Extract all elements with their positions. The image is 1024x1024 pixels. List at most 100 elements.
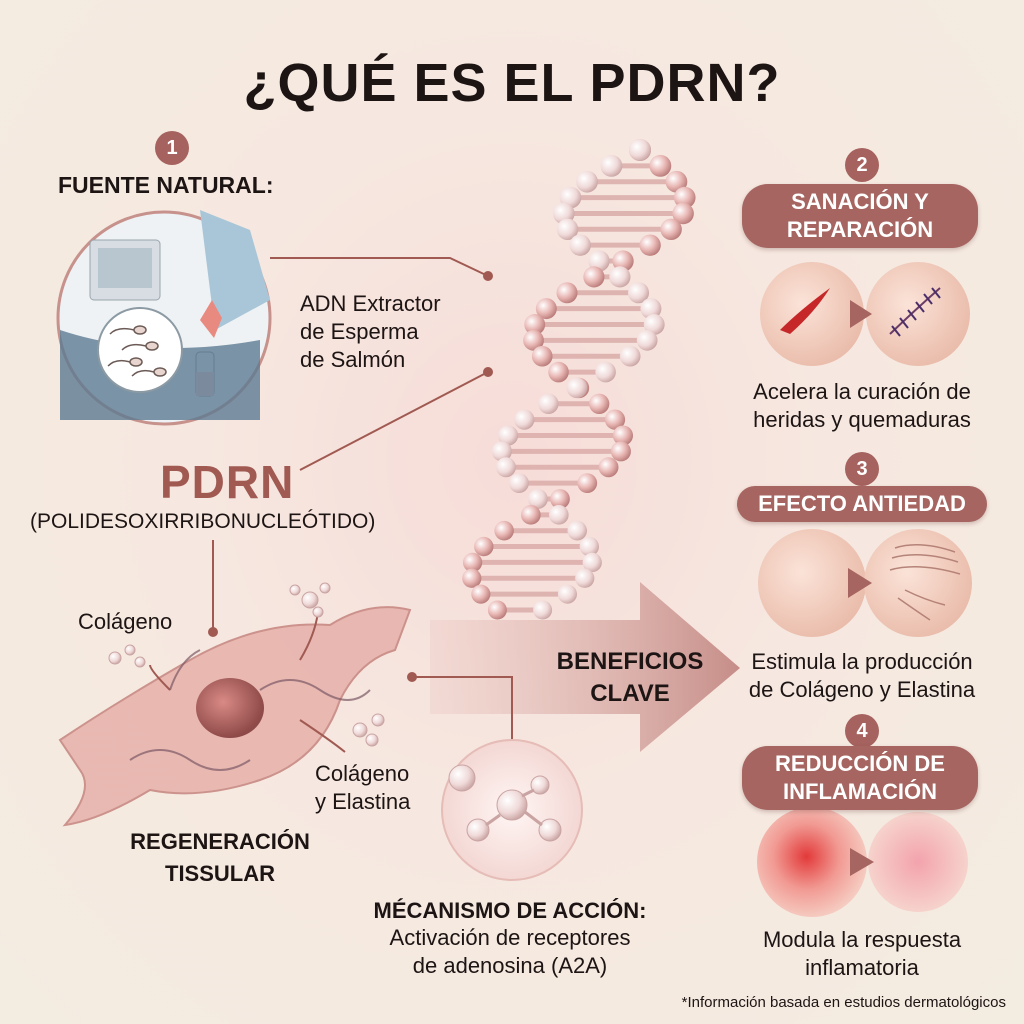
benefits-arrow bbox=[430, 582, 740, 752]
benefit-description-line: de Colágeno y Elastina bbox=[748, 677, 976, 702]
benefit-pill-inflammation: REDUCCIÓN DE INFLAMACIÓN bbox=[742, 746, 978, 810]
inflammation-illustration bbox=[757, 807, 968, 917]
mechanism-description-line: de adenosina (A2A) bbox=[412, 953, 608, 978]
benefit-pill-antiaging: EFECTO ANTIEDAD bbox=[737, 486, 987, 522]
dna-bead bbox=[598, 457, 619, 478]
source-description-line: ADN Extractor bbox=[300, 291, 441, 316]
key-benefits-line: CLAVE bbox=[590, 680, 670, 707]
dna-bead bbox=[612, 250, 634, 272]
dna-helix-illustration bbox=[462, 139, 696, 620]
benefit-description-healing: Acelera la curación de heridas y quemadu… bbox=[730, 378, 994, 434]
dna-bead bbox=[498, 425, 519, 446]
dna-bead bbox=[660, 218, 682, 241]
dna-bead bbox=[521, 505, 541, 525]
dna-bead bbox=[514, 409, 535, 430]
dna-bead bbox=[583, 266, 605, 288]
source-description: ADN Extractor de Esperma de Salmón bbox=[300, 290, 441, 374]
dna-bead bbox=[557, 584, 577, 604]
dna-bead bbox=[462, 552, 483, 573]
mechanism-illustration bbox=[441, 739, 583, 881]
dna-bead bbox=[556, 282, 578, 304]
source-description-line: de Salmón bbox=[300, 347, 406, 372]
pdrn-name: PDRN bbox=[160, 456, 295, 508]
collagen-label: Colágeno bbox=[78, 609, 173, 634]
wound-healing-illustration bbox=[760, 262, 970, 366]
dna-bead bbox=[579, 536, 600, 557]
dna-bead bbox=[549, 505, 569, 525]
source-description-line: de Esperma bbox=[300, 319, 419, 344]
dna-bead bbox=[604, 409, 626, 430]
dna-bead bbox=[649, 154, 672, 177]
dna-bead bbox=[550, 489, 570, 509]
lab-scene-illustration bbox=[56, 210, 272, 426]
dna-bead bbox=[672, 202, 694, 225]
antiaging-illustration bbox=[758, 529, 972, 637]
dna-bead bbox=[673, 186, 696, 209]
dna-bead bbox=[528, 489, 548, 509]
mechanism-block: MÉCANISMO DE ACCIÓN: Activación de recep… bbox=[340, 898, 680, 980]
benefit-description-line: Estimula la producción bbox=[751, 649, 973, 674]
benefit-title-line: EFECTO ANTIEDAD bbox=[758, 491, 966, 516]
benefit-description-line: heridas y quemaduras bbox=[753, 407, 971, 432]
dna-bead bbox=[600, 154, 623, 177]
benefit-description-line: Modula la respuesta bbox=[762, 927, 962, 952]
cell-illustration bbox=[58, 582, 412, 827]
benefit-description-line: inflamatoria bbox=[805, 955, 919, 980]
dna-bead bbox=[639, 234, 661, 256]
dna-bead bbox=[612, 425, 634, 446]
dna-bead bbox=[474, 536, 494, 557]
collagen-elastin-label: Colágeno y Elastina bbox=[315, 760, 410, 816]
regeneration-heading-line: TISSULAR bbox=[165, 861, 275, 886]
dna-bead bbox=[577, 473, 598, 494]
dna-bead bbox=[589, 393, 610, 414]
dna-bead bbox=[576, 170, 598, 193]
dna-bead bbox=[619, 345, 641, 367]
benefit-title-line: REPARACIÓN bbox=[786, 217, 934, 242]
dna-bead bbox=[556, 218, 579, 241]
benefit-description-line: Acelera la curación de bbox=[753, 379, 971, 404]
key-benefits-line: BENEFICIOS bbox=[556, 648, 704, 675]
page-title: ¿QUÉ ES EL PDRN? bbox=[243, 53, 781, 113]
dna-bead bbox=[595, 361, 616, 383]
pdrn-full-name: (POLIDESOXIRRIBONUCLEÓTIDO) bbox=[30, 510, 376, 533]
key-benefits-label: BENEFICIOS CLAVE bbox=[545, 646, 715, 710]
benefit-description-antiaging: Estimula la producción de Colágeno y Ela… bbox=[730, 648, 994, 704]
regeneration-heading: REGENERACIÓN TISSULAR bbox=[110, 826, 330, 890]
dna-bead bbox=[569, 234, 591, 256]
dna-bead bbox=[627, 282, 650, 304]
mechanism-heading: MÉCANISMO DE ACCIÓN: bbox=[373, 898, 647, 923]
dna-bead bbox=[640, 298, 662, 320]
dna-bead bbox=[567, 520, 588, 541]
benefit-title-line: SANACIÓN Y bbox=[791, 189, 929, 214]
dna-bead bbox=[487, 600, 507, 620]
dna-bead bbox=[471, 584, 491, 604]
mechanism-description-line: Activación de receptores bbox=[389, 925, 631, 950]
number-badge-3: 3 bbox=[845, 452, 879, 486]
dna-bead bbox=[566, 377, 588, 399]
number-badge-4: 4 bbox=[845, 714, 879, 748]
benefit-title-line: INFLAMACIÓN bbox=[783, 779, 937, 804]
dna-bead bbox=[462, 568, 482, 588]
collagen-elastin-line: y Elastina bbox=[315, 789, 411, 814]
number-badge-2: 2 bbox=[845, 148, 879, 182]
dna-bead bbox=[491, 441, 512, 462]
dna-bead bbox=[533, 600, 553, 620]
collagen-elastin-line: Colágeno bbox=[315, 761, 410, 786]
dna-bead bbox=[636, 329, 658, 351]
dna-bead bbox=[548, 361, 569, 383]
dna-bead bbox=[538, 393, 559, 414]
dna-bead bbox=[535, 298, 557, 320]
dna-bead bbox=[609, 266, 631, 288]
dna-bead bbox=[524, 314, 546, 335]
number-badge-1: 1 bbox=[155, 131, 189, 165]
connector-lines bbox=[208, 257, 513, 760]
benefit-pill-healing: SANACIÓN Y REPARACIÓN bbox=[742, 184, 978, 248]
source-heading: FUENTE NATURAL: bbox=[58, 172, 274, 198]
dna-bead bbox=[575, 568, 595, 588]
dna-bead bbox=[610, 441, 631, 462]
benefit-description-inflammation: Modula la respuesta inflamatoria bbox=[730, 926, 994, 982]
footnote: *Información basada en estudios dermatol… bbox=[681, 994, 1006, 1011]
dna-bead bbox=[523, 329, 544, 351]
dna-bead bbox=[531, 345, 553, 367]
